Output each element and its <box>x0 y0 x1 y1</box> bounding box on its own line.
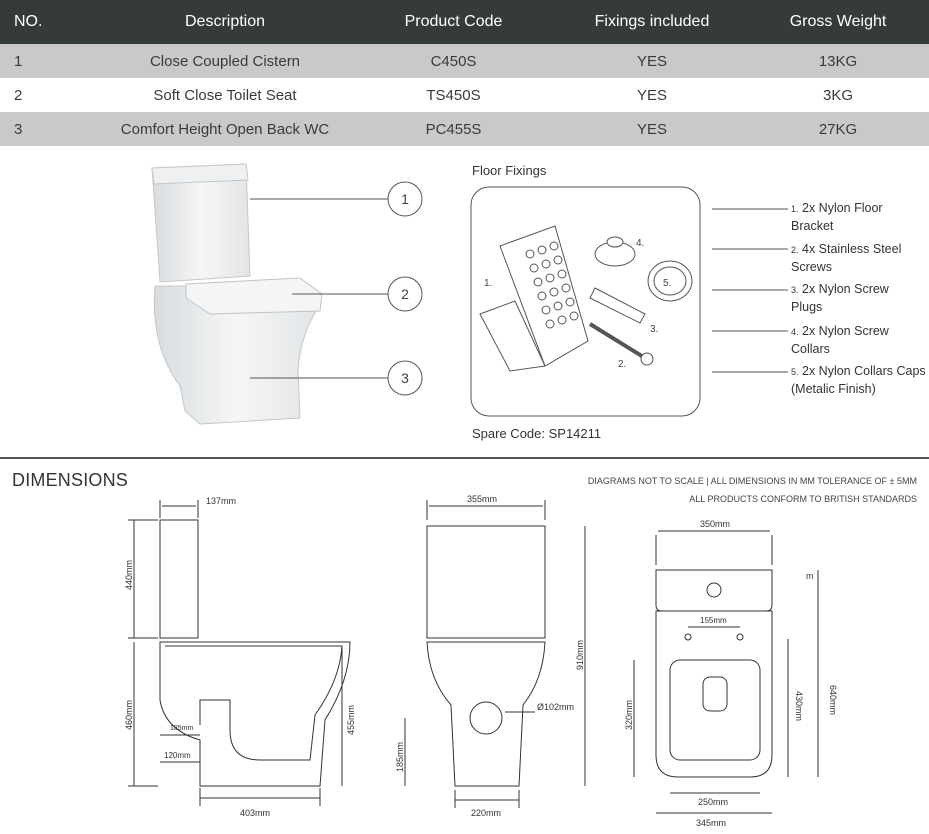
side-trap <box>165 645 343 761</box>
row-no: 3 <box>14 120 23 138</box>
callout-3: 3 <box>401 370 409 386</box>
callout-circle <box>387 181 423 217</box>
row-fixings: YES <box>636 86 667 104</box>
dim-185: 185mm <box>170 725 194 732</box>
dim-403: 403mm <box>240 808 270 818</box>
table-row: 1 Close Coupled Cistern C450S YES 13KG <box>0 44 929 78</box>
diagram-number-3: 3. <box>650 324 658 335</box>
diagram-number-2: 2. <box>618 359 626 370</box>
waste-outlet <box>469 701 503 735</box>
top-bowl <box>702 676 728 712</box>
row-code: PC455S <box>425 120 482 138</box>
row-no: 2 <box>14 86 23 104</box>
top-seat <box>669 659 761 761</box>
row-weight: 3KG <box>822 86 853 104</box>
fixings-diagram: 1. 2. 3. 4. 5. <box>470 186 701 417</box>
dim-455: 455mm <box>346 705 356 735</box>
dim-155: 155mm <box>700 616 727 625</box>
front-pan <box>426 641 546 787</box>
fixing-item-2: 2. 4x Stainless Steel Screws <box>791 242 902 274</box>
header-description: Description <box>184 13 266 30</box>
dim-137: 137mm <box>206 496 236 506</box>
dim-320: 320mm <box>624 700 634 730</box>
fixing-item-4: 4. 2x Nylon Screw Collars <box>791 324 889 356</box>
dim-430: 430mm <box>794 691 804 721</box>
row-description: Close Coupled Cistern <box>149 52 301 70</box>
header-weight: Gross Weight <box>789 13 887 30</box>
table-row: 2 Soft Close Toilet Seat TS450S YES 3KG <box>0 78 929 112</box>
label-m: m <box>806 571 814 581</box>
dim-220: 220mm <box>471 808 501 818</box>
top-pan <box>655 610 773 778</box>
header-product-code: Product Code <box>404 13 503 30</box>
dim-185-front: 185mm <box>395 742 405 772</box>
bracket-holes <box>525 241 579 329</box>
table-header-row: NO. Description Product Code Fixings inc… <box>0 0 929 44</box>
row-fixings: YES <box>636 52 667 70</box>
header-fixings: Fixings included <box>594 13 710 30</box>
diagram-number-4: 4. <box>636 238 644 249</box>
standards-note: ALL PRODUCTS CONFORM TO BRITISH STANDARD… <box>689 494 917 504</box>
row-description: Soft Close Toilet Seat <box>153 86 297 104</box>
callout-2: 2 <box>401 286 409 302</box>
fixing-item-1: 1. 2x Nylon Floor Bracket <box>791 201 883 233</box>
dim-355: 355mm <box>467 494 497 504</box>
section-divider <box>0 457 929 459</box>
dimensions-title: DIMENSIONS <box>12 470 129 490</box>
row-fixings: YES <box>636 120 667 138</box>
dim-250: 250mm <box>698 797 728 807</box>
row-no: 1 <box>14 52 23 70</box>
dim-345: 345mm <box>696 818 726 828</box>
side-view-drawing: 137mm 440mm 460mm 455mm 185mm 120mm 403m… <box>124 496 356 818</box>
dim-910: 910mm <box>575 640 585 670</box>
diagram-number-5: 5. <box>663 278 671 289</box>
side-pan <box>159 641 351 787</box>
dim-460: 460mm <box>124 700 134 730</box>
row-weight: 27KG <box>818 120 858 138</box>
floor-fixings-title: Floor Fixings <box>472 163 547 178</box>
seat-shape <box>185 277 323 315</box>
cistern-lid <box>151 163 249 185</box>
dim-440: 440mm <box>124 560 134 590</box>
dim-640: 640mm <box>828 685 838 715</box>
product-table: NO. Description Product Code Fixings inc… <box>0 0 929 146</box>
callout-1: 1 <box>401 191 409 207</box>
toilet-product-illustration: 1 2 3 <box>151 163 423 425</box>
row-weight: 13KG <box>818 52 858 70</box>
side-cistern <box>159 519 199 639</box>
dim-102: Ø102mm <box>537 702 574 712</box>
diagram-number-1: 1. <box>484 278 492 289</box>
scale-note: DIAGRAMS NOT TO SCALE | ALL DIMENSIONS I… <box>587 476 917 486</box>
table-row: 3 Comfort Height Open Back WC PC455S YES… <box>0 112 929 146</box>
flush-button <box>706 582 722 598</box>
front-cistern <box>426 525 546 639</box>
screw-icon <box>588 322 647 360</box>
fixings-box <box>470 186 701 417</box>
pan-shape <box>153 285 319 425</box>
top-view-drawing: 350mm 155mm m 640mm 430mm 320mm 250mm 34… <box>624 519 838 828</box>
callout-circle <box>387 360 423 396</box>
row-code: TS450S <box>426 86 481 104</box>
fixing-item-5: 5. 2x Nylon Collars Caps (Metalic Finish… <box>791 364 926 396</box>
fixing-legend-lines <box>712 208 788 373</box>
top-cistern <box>655 569 773 612</box>
row-code: C450S <box>430 52 477 70</box>
dim-350: 350mm <box>700 519 730 529</box>
dim-120: 120mm <box>164 751 191 760</box>
spare-code: Spare Code: SP14211 <box>472 426 602 441</box>
row-description: Comfort Height Open Back WC <box>120 120 330 138</box>
plug-icon <box>589 287 646 324</box>
fixing-item-3: 3. 2x Nylon Screw Plugs <box>791 282 889 314</box>
header-no: NO. <box>14 13 43 30</box>
callout-circle <box>387 276 423 312</box>
front-view-drawing: 355mm 910mm Ø102mm 185mm 220mm <box>395 494 586 818</box>
